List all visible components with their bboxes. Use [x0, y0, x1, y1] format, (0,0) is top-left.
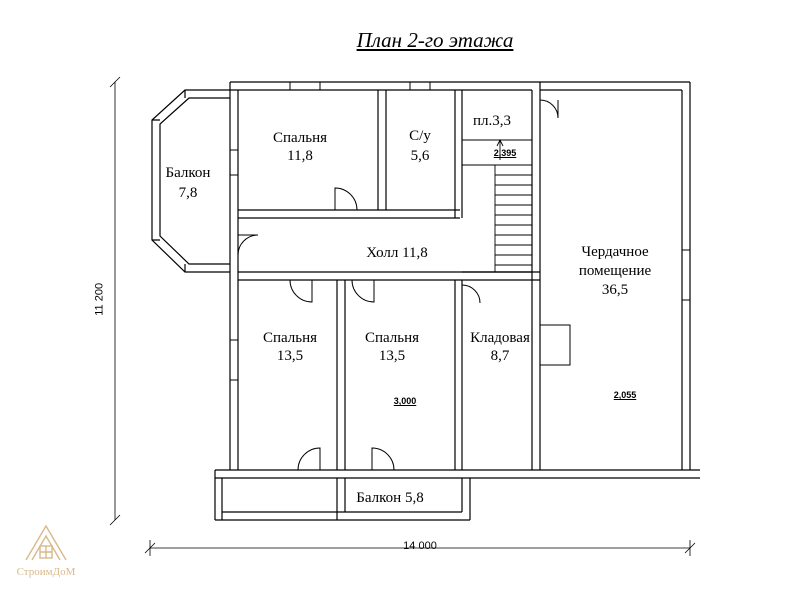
balcony-left-area: 7,8 — [178, 185, 198, 201]
storage-area: 8,7 — [490, 348, 510, 364]
balcony-bottom-label: Балкон 5,8 — [356, 490, 424, 506]
attic-area: 36,5 — [601, 282, 629, 298]
bedroom-mid-elevation: 3,000 — [393, 396, 417, 406]
doors — [237, 99, 559, 471]
height-dimension: 11 200 — [93, 282, 106, 316]
bathroom-name: С/у — [409, 128, 431, 144]
page-title: План 2-го этажа — [356, 28, 514, 52]
bedroom-left-name: Спальня — [262, 330, 318, 346]
attic-name-1: Чердачное — [581, 244, 649, 260]
bedroom-top-area: 11,8 — [287, 148, 313, 164]
bathroom-area: 5,6 — [410, 148, 430, 164]
staircase — [462, 138, 533, 273]
landing-elevation: 2,395 — [493, 148, 517, 158]
width-dimension: 14 000 — [403, 540, 437, 552]
house-logo-icon — [25, 524, 67, 561]
left-balcony-walls — [151, 89, 230, 273]
watermark-text: СтроимДоМ — [16, 566, 76, 578]
hall-label: Холл 11,8 — [366, 245, 428, 261]
bedroom-top-name: Спальня — [272, 130, 328, 146]
bedroom-mid-name: Спальня — [364, 330, 420, 346]
bedroom-left-area: 13,5 — [276, 348, 304, 364]
attic-elevation: 2,055 — [613, 390, 637, 400]
landing-name: пл.3,3 — [472, 113, 511, 129]
balcony-left-name: Балкон — [165, 165, 211, 181]
attic-name-2: помещение — [578, 263, 652, 279]
storage-name: Кладовая — [470, 330, 530, 346]
bedroom-mid-area: 13,5 — [378, 348, 406, 364]
wall-openings — [230, 82, 690, 381]
watermark-logo: СтроимДоМ — [6, 520, 86, 582]
dimension-lines — [109, 76, 696, 556]
